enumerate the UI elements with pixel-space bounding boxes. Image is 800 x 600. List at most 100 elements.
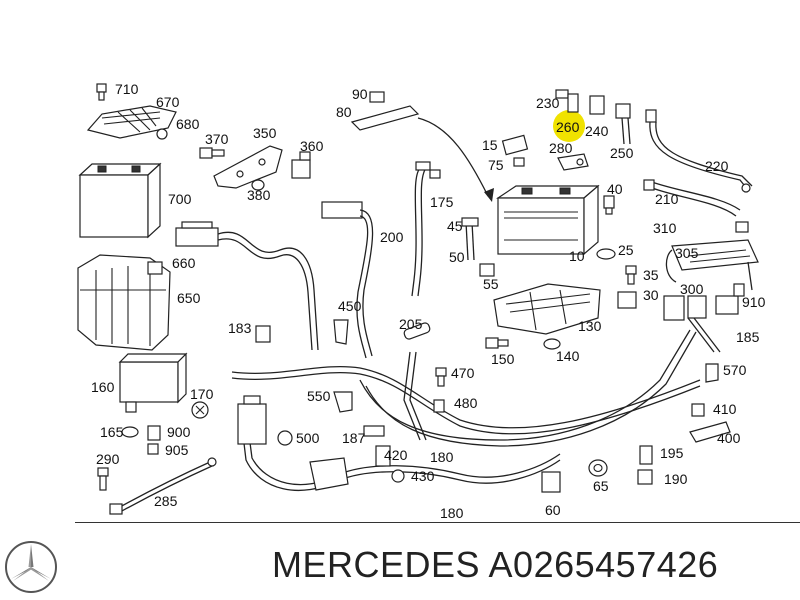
part-710-screw (96, 83, 107, 101)
part-60-clip (541, 471, 561, 493)
callout-370: 370 (205, 131, 229, 147)
brand-name: MERCEDES (272, 544, 481, 585)
part-220-cable (645, 109, 753, 193)
callout-175: 175 (430, 194, 454, 210)
callout-40: 40 (607, 181, 623, 197)
part-185-cable (687, 317, 715, 353)
callout-570: 570 (723, 362, 747, 378)
callout-710: 710 (115, 81, 139, 97)
callout-305: 305 (675, 245, 699, 261)
part-900-clip (147, 425, 161, 441)
callout-290: 290 (96, 451, 120, 467)
part-55-clip (479, 263, 495, 277)
part-240-terminal (589, 95, 605, 115)
part-25-nut (596, 248, 616, 260)
callout-150: 150 (491, 351, 515, 367)
arrow-line (417, 117, 489, 197)
callout-180-lower: 180 (440, 505, 464, 521)
callout-180-upper: 180 (430, 449, 454, 465)
part-165-nut (121, 426, 139, 438)
part-400-lug (689, 421, 731, 443)
part-410-nut (691, 403, 705, 417)
part-30-bracket (617, 291, 637, 309)
part-450-bracket (333, 319, 349, 345)
callout-905: 905 (165, 442, 189, 458)
part-370-bolt (199, 147, 225, 159)
callout-420: 420 (384, 447, 408, 463)
callout-400: 400 (717, 430, 741, 446)
callout-195: 195 (660, 445, 684, 461)
callout-140: 140 (556, 348, 580, 364)
part-305-distribution (665, 221, 759, 291)
part-380-nut (251, 179, 265, 191)
callout-55: 55 (483, 276, 499, 292)
part-550-bracket (333, 391, 353, 413)
part-905-clip (147, 443, 159, 455)
part-90-clip (369, 91, 385, 103)
part-250-cable (615, 103, 631, 145)
part-160-relay (118, 352, 188, 413)
callout-700: 700 (168, 191, 192, 207)
callout-10: 10 (569, 248, 585, 264)
callout-470: 470 (451, 365, 475, 381)
part-205-tube (403, 322, 431, 340)
harness-main-lower (239, 409, 561, 492)
callout-450: 450 (338, 298, 362, 314)
callout-75: 75 (488, 157, 504, 173)
part-260-terminal (567, 93, 579, 113)
part-300-connector (663, 295, 707, 321)
part-harness-bracket (237, 395, 267, 445)
part-430-nut (391, 469, 405, 483)
callout-650: 650 (177, 290, 201, 306)
highlight-260 (553, 110, 585, 142)
callout-30: 30 (643, 287, 659, 303)
callout-90: 90 (352, 86, 368, 102)
part-130-tray (493, 283, 601, 335)
part-10-battery (496, 184, 600, 256)
callout-185: 185 (736, 329, 760, 345)
callout-50: 50 (449, 249, 465, 265)
part-187-fuse (363, 425, 385, 437)
callout-260: 260 (556, 119, 580, 135)
callout-210: 210 (655, 191, 679, 207)
callout-680: 680 (176, 116, 200, 132)
callout-280: 280 (549, 140, 573, 156)
callout-35: 35 (643, 267, 659, 283)
part-150-bolt (485, 337, 509, 349)
footer-divider (75, 522, 800, 523)
part-360-connector (291, 151, 311, 179)
callout-187: 187 (342, 430, 366, 446)
arrow-head (484, 188, 494, 202)
callout-660: 660 (172, 255, 196, 271)
part-80-cover (350, 105, 420, 131)
callout-183: 183 (228, 320, 252, 336)
callout-430: 430 (411, 468, 435, 484)
callout-25: 25 (618, 242, 634, 258)
part-140-nut (543, 338, 561, 350)
part-700-battery (78, 162, 162, 239)
callout-900: 900 (167, 424, 191, 440)
part-290-bolt (97, 467, 109, 491)
callout-350: 350 (253, 125, 277, 141)
callout-45: 45 (447, 218, 463, 234)
callout-230: 230 (536, 95, 560, 111)
mercedes-star-logo (5, 541, 57, 593)
part-65-grommet (588, 459, 608, 477)
part-285-strap (117, 461, 211, 509)
callout-15: 15 (482, 137, 498, 153)
callout-65: 65 (593, 478, 609, 494)
part-350-bracket (213, 145, 283, 189)
callout-250: 250 (610, 145, 634, 161)
part-570-bracket (705, 363, 719, 383)
part-183-connector (255, 325, 271, 343)
callout-160: 160 (91, 379, 115, 395)
callout-240: 240 (585, 123, 609, 139)
harness-main-upper (231, 365, 701, 429)
callout-300: 300 (680, 281, 704, 297)
callout-410: 410 (713, 401, 737, 417)
part-40-fuse (603, 195, 615, 215)
part-195-clip (639, 445, 653, 465)
part-210-cable (643, 179, 741, 217)
callout-910: 910 (742, 294, 766, 310)
